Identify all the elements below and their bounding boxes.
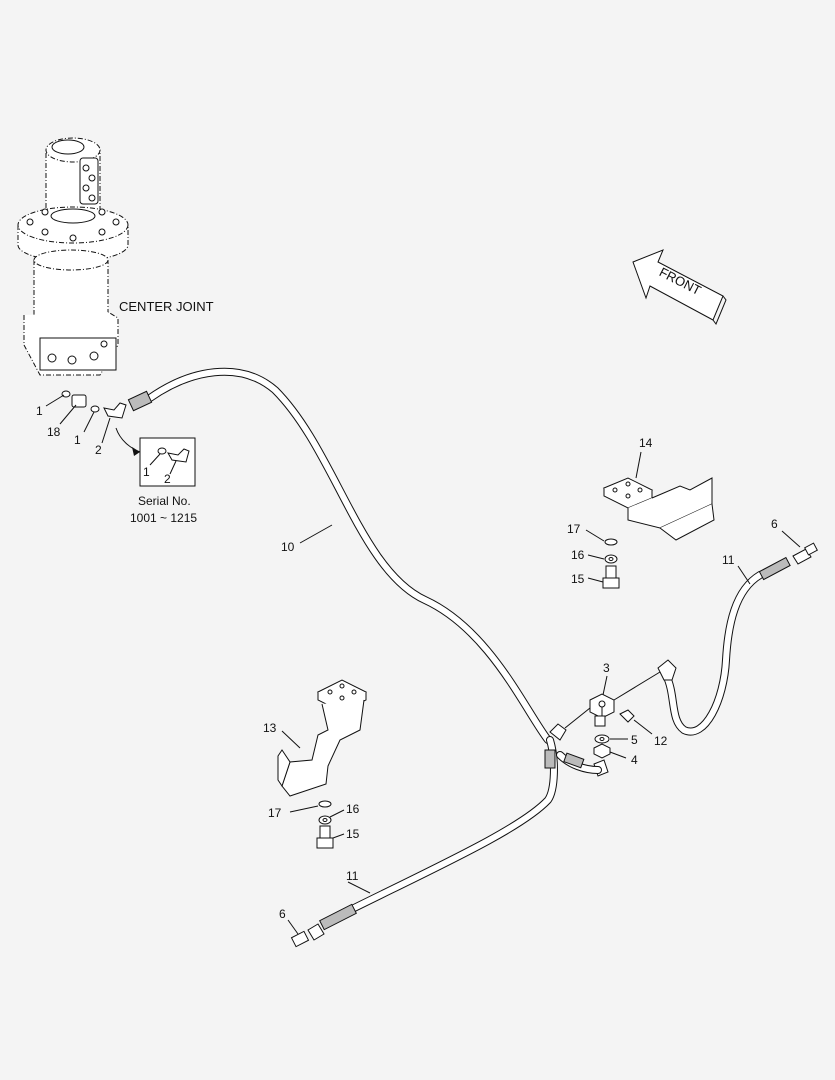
callout-17b: 17 bbox=[268, 806, 282, 820]
callout-1-inset: 1 bbox=[143, 465, 150, 479]
callout-2: 2 bbox=[95, 443, 102, 457]
callout-1b: 1 bbox=[74, 433, 81, 447]
fitting-6b bbox=[307, 923, 325, 941]
callout-10: 10 bbox=[281, 540, 295, 554]
callout-3: 3 bbox=[603, 661, 610, 675]
callout-18: 18 bbox=[47, 425, 61, 439]
callout-17a: 17 bbox=[567, 522, 581, 536]
hose-10 bbox=[127, 367, 552, 744]
hose-11-left bbox=[319, 736, 602, 931]
hose-11-right bbox=[662, 556, 791, 736]
bolt-15a bbox=[605, 565, 617, 579]
callout-1a: 1 bbox=[36, 404, 43, 418]
callout-13: 13 bbox=[263, 721, 277, 735]
center-joint bbox=[17, 137, 129, 376]
callout-16b: 16 bbox=[346, 802, 360, 816]
callout-15b: 15 bbox=[346, 827, 360, 841]
front-arrow-icon bbox=[632, 249, 727, 325]
plug-12 bbox=[619, 709, 635, 723]
callout-6a: 6 bbox=[771, 517, 778, 531]
serial-label-line1: Serial No. bbox=[138, 494, 191, 508]
callout-5: 5 bbox=[631, 733, 638, 747]
bolt-15b bbox=[319, 825, 331, 839]
bracket-14 bbox=[602, 477, 715, 541]
callout-11a: 11 bbox=[722, 553, 735, 567]
fitting-6a bbox=[792, 548, 812, 565]
center-joint-fittings bbox=[61, 390, 127, 419]
serial-label-line2: 1001 ~ 1215 bbox=[130, 511, 197, 525]
callout-4: 4 bbox=[631, 753, 638, 767]
washer-17a bbox=[604, 538, 618, 546]
callout-11b: 11 bbox=[346, 869, 359, 883]
callout-16a: 16 bbox=[571, 548, 585, 562]
callout-2-inset: 2 bbox=[164, 472, 171, 486]
bracket-13 bbox=[277, 679, 368, 797]
callout-15a: 15 bbox=[571, 572, 585, 586]
elbow-fitting-right bbox=[657, 659, 677, 681]
callout-6b: 6 bbox=[279, 907, 286, 921]
callout-14: 14 bbox=[639, 436, 653, 450]
callout-12: 12 bbox=[654, 734, 668, 748]
center-joint-label: CENTER JOINT bbox=[119, 299, 214, 314]
tee-block-3 bbox=[589, 693, 615, 727]
washer-17b bbox=[318, 800, 332, 808]
nut-4 bbox=[593, 743, 611, 759]
